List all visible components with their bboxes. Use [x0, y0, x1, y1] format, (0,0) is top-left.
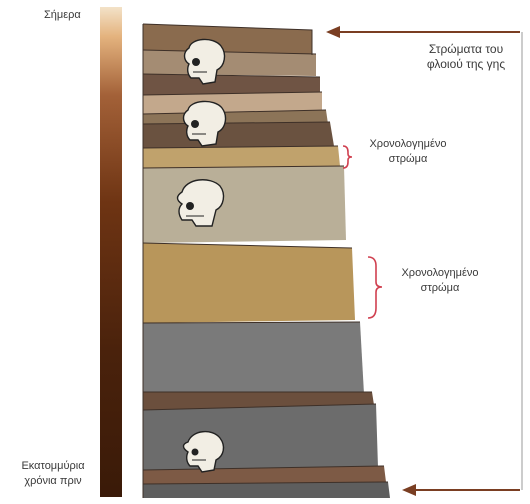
dated-layer-label-1: Χρονολογημένο στρώμα — [354, 137, 462, 167]
dated-layer-2-line2: στρώμα — [386, 281, 494, 296]
stratum-14 — [143, 482, 390, 498]
stratum-8 — [143, 166, 346, 243]
stratum-12 — [143, 404, 378, 470]
dated-layer-label-2: Χρονολογημένο στρώμα — [386, 266, 494, 296]
stratum-3 — [143, 74, 320, 95]
top-arrow — [326, 26, 520, 38]
dated-layer-brace-1 — [343, 146, 352, 168]
crust-layers-line1: Στρώματα του — [410, 42, 522, 57]
bottom-arrow — [402, 484, 520, 496]
dated-layer-1-line1: Χρονολογημένο — [354, 137, 462, 152]
crust-layers-label: Στρώματα του φλοιού της γης — [410, 42, 522, 72]
dated-layer-2-line1: Χρονολογημένο — [386, 266, 494, 281]
crust-layers-line2: φλοιού της γης — [410, 57, 522, 72]
dated-layer-brace-2 — [368, 257, 382, 318]
stratum-7 — [143, 146, 340, 168]
stratum-6 — [143, 122, 334, 148]
stratum-10 — [143, 322, 364, 394]
stratum-9 — [143, 243, 355, 323]
dated-layer-1-line2: στρώμα — [354, 152, 462, 167]
